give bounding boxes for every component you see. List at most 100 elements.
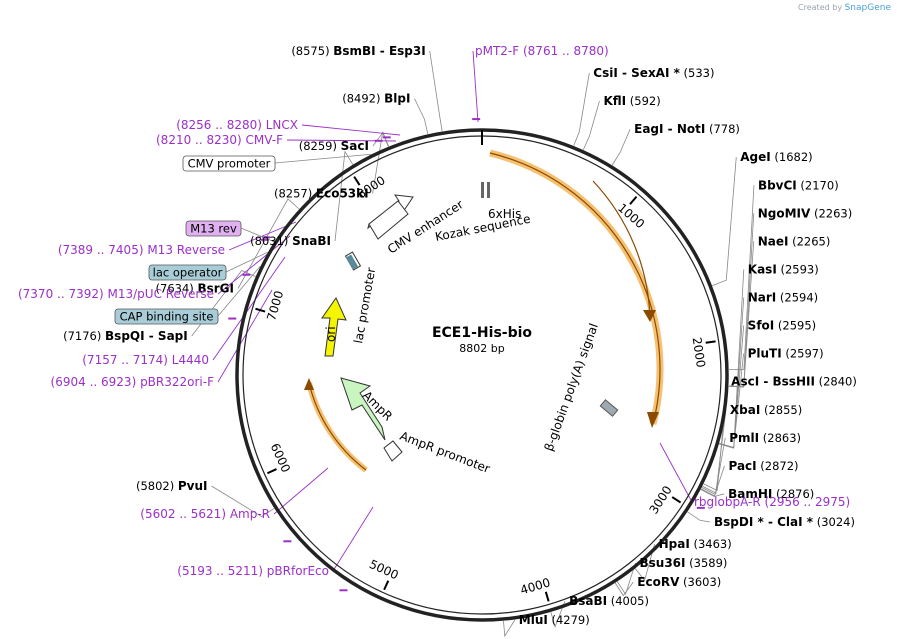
boxed-label: CMV promoter	[188, 157, 271, 171]
primer-label: (8210 .. 8230) CMV-F	[156, 133, 283, 147]
leader-line	[614, 581, 634, 597]
box-leader	[217, 266, 261, 317]
features	[304, 149, 664, 473]
boxed-label-bg	[182, 155, 276, 172]
leader-line	[334, 150, 354, 242]
lac-promoter-label: lac promoter	[351, 266, 378, 344]
enzyme-label: (7176) BspQI - SapI	[63, 329, 188, 343]
snapgene-logo: SnapGene	[844, 3, 891, 13]
ampr-promoter-label: AmpR promoter	[398, 429, 492, 476]
primer-leader	[332, 506, 374, 572]
leader-line	[611, 128, 631, 166]
ruler-label: 7000	[264, 289, 286, 322]
primer-leader	[659, 442, 693, 503]
enzyme-label: (7634) BsrGI	[156, 282, 234, 296]
leader-line	[687, 511, 711, 523]
primer-label: (7157 .. 7174) L4440	[82, 353, 209, 367]
primer-label: (5193 .. 5211) pBRforEco	[177, 564, 329, 578]
ruler-tick	[383, 580, 390, 591]
enzyme-label: MluI (4279)	[519, 613, 590, 627]
boxed-label: CAP binding site	[120, 310, 214, 324]
polya-signal-box	[599, 399, 619, 417]
ruler-tick	[671, 496, 682, 504]
enzyme-label: (8492) BlpI	[342, 92, 410, 106]
leader-line	[702, 409, 727, 494]
primer-leader	[217, 235, 291, 295]
enzyme-label: (8031) SnaBI	[250, 234, 331, 248]
leader-line	[700, 465, 725, 497]
enzyme-label: XbaI (2855)	[730, 403, 802, 417]
ruler-label: 6000	[268, 441, 293, 475]
ruler-tick	[267, 468, 277, 475]
enzyme-label: BamHI (2876)	[728, 487, 814, 501]
primer-label: (7389 .. 7405) M13 Reverse	[58, 243, 225, 257]
leader-line	[728, 185, 755, 371]
ece1-cds-head	[647, 412, 659, 428]
ruler-tick	[629, 195, 638, 205]
primer-label: rbglobpA-R (2956 .. 2975)	[694, 495, 850, 509]
enzyme-label: (8575) BsmBI - Esp3I	[291, 44, 425, 58]
boxed-label: M13 rev	[190, 222, 237, 236]
primer-label: (7370 .. 7392) M13/pUC Reverse	[18, 287, 214, 301]
ruler-tick	[544, 591, 550, 602]
leader-line	[582, 100, 600, 150]
enzyme-label: NgoMIV (2263)	[758, 206, 852, 220]
ori-label: ori	[324, 326, 338, 342]
box-leader	[274, 153, 372, 164]
primer-label: pMT2-F (8761 .. 8780)	[475, 44, 609, 58]
enzyme-label: NaeI (2265)	[758, 234, 831, 248]
leader-line	[429, 50, 443, 132]
leader-line	[712, 157, 737, 287]
ampr-promoter-arrow	[383, 440, 403, 462]
enzyme-label: EcoRV (3603)	[637, 575, 721, 589]
enzyme-label: CsiI - SexAI * (533)	[593, 66, 714, 80]
labels: (8575) BsmBI - Esp3I (8492) BlpI (8259) Sa…	[18, 44, 857, 627]
center-title: ECE1-His-bio 8802 bp	[432, 325, 532, 355]
enzyme-label: (5802) PvuI	[136, 479, 208, 493]
lac-operator-mark	[345, 254, 359, 270]
ece1-cds-inner	[592, 180, 651, 319]
6xhis-marker	[481, 182, 484, 198]
primer-leader	[273, 467, 329, 515]
primer-label: (8256 .. 8280) LNCX	[176, 118, 298, 132]
enzyme-label: PluTI (2597)	[748, 347, 824, 361]
enzyme-label: (8259) SacI	[299, 139, 369, 153]
ruler-tick	[705, 340, 716, 344]
ruler-label: 3000	[647, 483, 675, 516]
ruler-label: 2000	[690, 336, 708, 368]
enzyme-label: (8257) Eco53kI	[274, 187, 369, 201]
6xhis-label: 6xHis	[488, 207, 521, 221]
ece1-cds-left-head	[304, 378, 314, 390]
leader-line	[372, 131, 389, 194]
enzyme-label: BsaBI (4005)	[569, 594, 649, 608]
leader-line	[503, 619, 516, 638]
leader-line	[573, 72, 590, 146]
enzyme-label: PmlI (2863)	[729, 431, 801, 445]
primer-leader	[301, 124, 401, 136]
ruler-label: 5000	[367, 557, 401, 582]
enzyme-label: NarI (2594)	[748, 291, 818, 305]
snapgene-credit: Created by SnapGene	[798, 3, 891, 13]
primer-leader	[217, 289, 273, 383]
primer-leader	[212, 256, 286, 361]
ece1-cds-line	[489, 152, 661, 425]
outer-strand	[235, 128, 729, 622]
enzyme-label: BbvCI (2170)	[758, 178, 839, 192]
ori-arrow	[321, 296, 347, 357]
plasmid-name: ECE1-His-bio	[432, 325, 532, 341]
enzyme-label: PacI (2872)	[728, 459, 798, 473]
boxed-label-bg	[148, 264, 227, 281]
plasmid-size: 8802 bp	[459, 342, 504, 355]
primer-label: (6904 .. 6923) pBR322ori-F	[51, 375, 215, 389]
kozak-marker	[487, 182, 490, 198]
primer-leader	[286, 139, 397, 142]
leader-line	[634, 543, 655, 582]
enzyme-label: Bsu36I (3589)	[640, 556, 728, 570]
enzyme-label: KasI (2593)	[748, 262, 819, 276]
leader-line	[700, 489, 725, 497]
ruler-tick	[353, 176, 361, 186]
enzyme-label: BspDI * - ClaI * (3024)	[714, 515, 855, 529]
box-leader	[240, 227, 275, 243]
enzyme-label: EagI - NotI (778)	[634, 122, 740, 136]
